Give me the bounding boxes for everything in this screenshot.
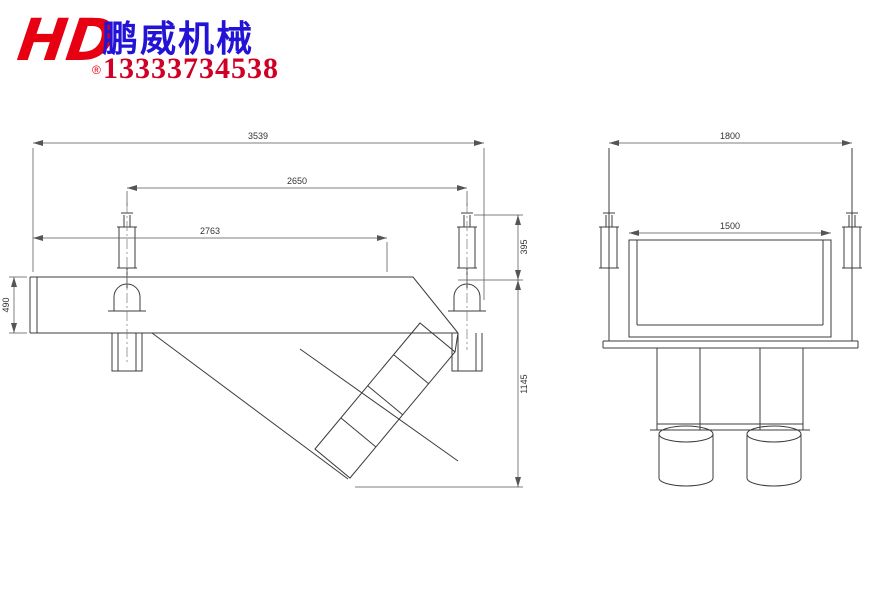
support-frame	[650, 348, 810, 431]
dim-label-end-height: 395	[519, 239, 529, 254]
left-hanger-bracket	[111, 333, 143, 372]
phone-number: 13333734538	[103, 52, 279, 85]
registered-mark: ®	[92, 63, 101, 77]
ext-490	[9, 276, 27, 334]
dim-label-overall-length: 3539	[248, 131, 268, 141]
dim-label-discharge-drop: 1145	[519, 374, 529, 393]
dim-label-trough-length: 2763	[200, 226, 220, 236]
end-view	[598, 148, 863, 487]
trough-outline	[29, 276, 459, 334]
dimension-lines	[11, 140, 852, 487]
right-hanger-bracket	[451, 333, 483, 372]
right-vibrator-cylinder-top	[746, 425, 802, 443]
hanger-rods	[608, 148, 853, 341]
left-vibrator-cylinder-top	[658, 425, 714, 443]
side-view-centerlines	[126, 203, 468, 362]
brand-logo-svg: HD ®	[14, 6, 120, 77]
dim-label-trough-height: 490	[1, 297, 11, 312]
dimension-labels: 3539 2650 2763 490 395 1145 1800 1500	[1, 131, 740, 394]
logo-hd-mark: HD	[14, 6, 110, 74]
trough-cross-section	[628, 239, 832, 338]
page-header: HD ® 鹏威机械 13333734538	[0, 0, 874, 100]
right-vibrator-cylinder	[746, 434, 802, 487]
brand-name: 鹏威机械	[102, 18, 255, 59]
dim-label-overall-width: 1800	[720, 131, 740, 141]
left-vibrator-cylinder	[658, 434, 714, 487]
dim-label-spring-span: 2650	[287, 176, 307, 186]
side-view	[29, 212, 486, 480]
dim-label-trough-width: 1500	[720, 221, 740, 231]
dimension-extension-lines	[9, 148, 523, 488]
incline-discharge-panel	[314, 322, 456, 479]
incline-brace	[151, 332, 459, 480]
base-flange	[602, 340, 859, 349]
brand-logo: HD ®	[10, 0, 120, 84]
